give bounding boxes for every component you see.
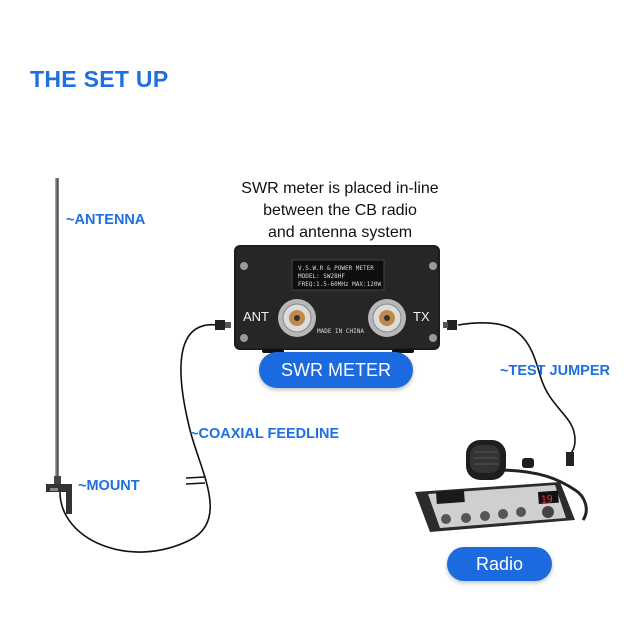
test-jumper-cable xyxy=(457,322,576,456)
meter-display-line1: V.S.W.R & POWER METER xyxy=(298,265,374,272)
antenna-mount xyxy=(46,484,72,514)
ant-connector xyxy=(278,299,316,337)
cb-radio-device: 19 xyxy=(415,440,588,532)
antenna-whip xyxy=(54,178,61,486)
swr-caption: SWR meter is placed in-line between the … xyxy=(200,178,480,244)
jumper-connector-meter xyxy=(443,320,457,330)
swr-meter-pill: SWR METER xyxy=(259,352,413,388)
tx-connector xyxy=(368,299,406,337)
caption-line-3: and antenna system xyxy=(267,224,413,241)
meter-display-line3: FREQ:1.5-60MHz MAX:120W xyxy=(298,281,381,288)
made-in-label: MADE IN CHINA xyxy=(317,328,364,335)
caption-line-2: between the CB radio xyxy=(263,202,417,219)
caption-line-1: SWR meter is placed in-line xyxy=(241,180,439,197)
mount-label: ~MOUNT xyxy=(78,478,140,494)
coaxial-feedline-label: ~COAXIAL FEEDLINE xyxy=(190,426,340,442)
radio-pill: Radio xyxy=(447,547,552,581)
coaxial-feedline xyxy=(59,324,219,553)
ant-label: ANT xyxy=(243,309,269,324)
radio-channel-display: 19 xyxy=(540,494,553,506)
swr-meter-device: V.S.W.R & POWER METER MODEL: SW28HF FREQ… xyxy=(234,245,440,353)
page-title: THE SET UP xyxy=(30,66,169,92)
tx-label: TX xyxy=(413,309,430,324)
radio-microphone xyxy=(466,440,534,480)
antenna-label: ~ANTENNA xyxy=(66,212,146,228)
jumper-connector-radio xyxy=(566,452,574,466)
test-jumper-label: ~TEST JUMPER xyxy=(500,363,610,379)
coax-splice xyxy=(185,476,206,485)
meter-display-line2: MODEL: SW28HF xyxy=(298,273,345,280)
coax-connector-left xyxy=(215,320,231,330)
